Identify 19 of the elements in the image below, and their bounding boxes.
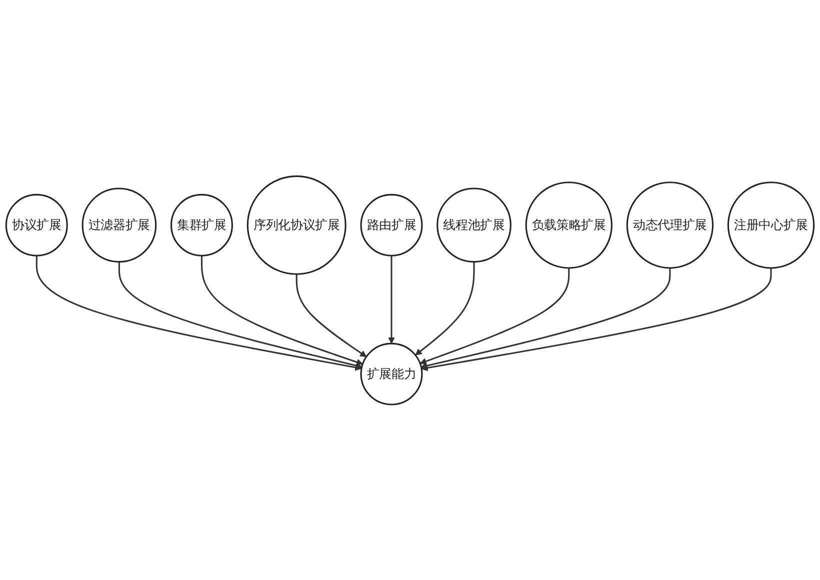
arrow <box>296 274 367 357</box>
node-circle: 集群扩展 <box>170 194 233 256</box>
node-circle: 扩展能力 <box>360 342 423 405</box>
arrow <box>420 268 671 369</box>
node-circle: 负载策略扩展 <box>525 181 612 268</box>
node-circle: 线程池扩展 <box>436 187 512 262</box>
arrow <box>36 255 362 370</box>
node-circle: 过滤器扩展 <box>82 187 157 262</box>
arrow <box>421 268 772 371</box>
arrow <box>420 268 570 364</box>
arrow <box>118 261 362 368</box>
node-circle: 协议扩展 <box>5 194 68 256</box>
node-circle: 路由扩展 <box>360 194 423 256</box>
arrow <box>415 261 475 356</box>
node-circle: 动态代理扩展 <box>626 181 714 268</box>
arrow <box>200 255 363 365</box>
arrow <box>388 255 395 344</box>
node-circle: 序列化协议扩展 <box>246 175 346 275</box>
node-circle: 注册中心扩展 <box>727 181 815 268</box>
